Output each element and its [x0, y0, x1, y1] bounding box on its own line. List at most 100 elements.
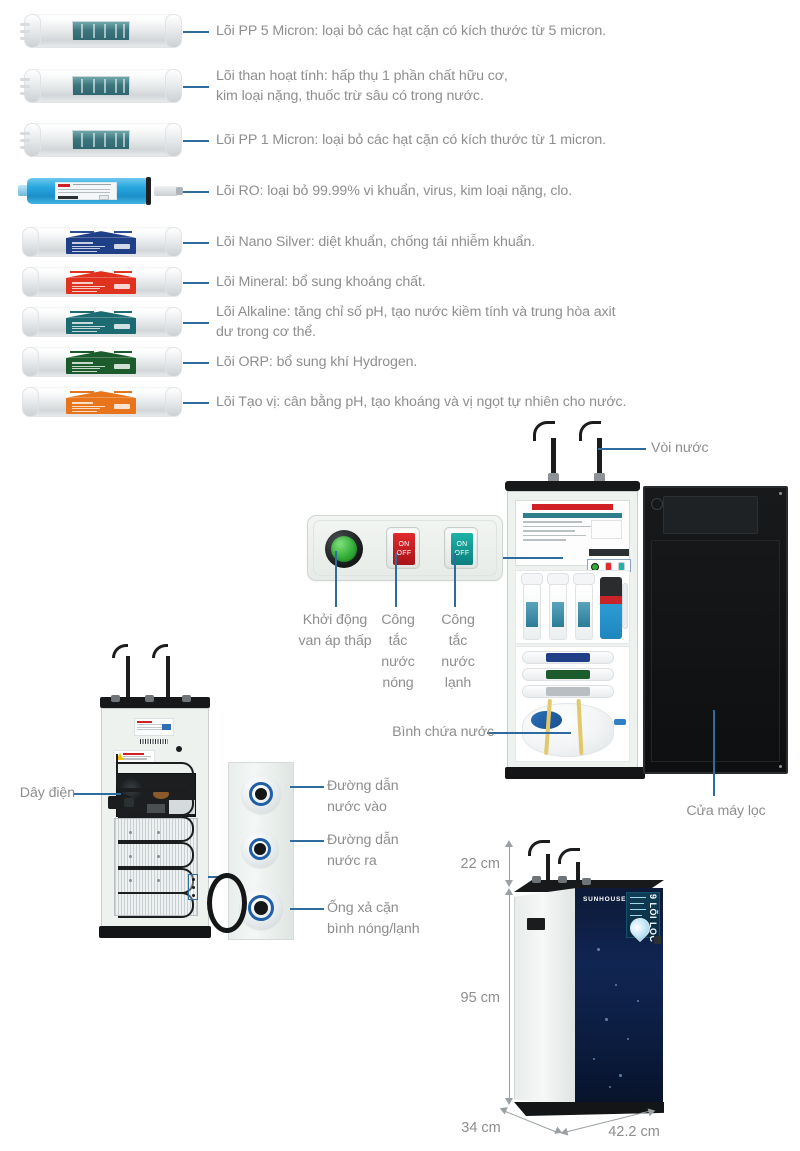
callout-door: Cửa máy lọc	[686, 803, 766, 819]
filter-label-taovi: Lõi Tạo vị: cân bằng pH, tạo khoáng và v…	[216, 394, 627, 410]
control-panel: ON OFF ON OFF	[307, 515, 503, 581]
filter-label-carbon: Lõi than hoạt tính: hấp thụ 1 phần chất …	[216, 68, 508, 104]
open-cabinet-unit	[505, 418, 790, 783]
leader-line-power-cord	[73, 793, 121, 795]
dim-label-depth: 34 cm	[461, 1120, 501, 1136]
callout-water-in: Đường dẫn nước vào	[327, 778, 399, 815]
pp-filter-1	[523, 584, 541, 640]
faucet-collar-left	[548, 473, 559, 485]
callout-hot-switch: Công tắc nước nóng	[381, 612, 415, 691]
cartridge-pp1	[20, 123, 182, 157]
leader-line-faucet	[598, 448, 646, 450]
callout-water-out: Đường dẫn nước ra	[327, 832, 399, 869]
leader-line-alkaline	[183, 322, 209, 324]
product-brand-logo: SUNHOUSE	[583, 896, 627, 903]
rear-view-unit	[90, 640, 220, 940]
power-plug	[108, 796, 124, 809]
rear-rating-sticker	[134, 718, 174, 736]
pp-filter-2	[549, 584, 567, 640]
product-energy-label	[654, 936, 661, 944]
filter-label-mineral: Lõi Mineral: bổ sung khoáng chất.	[216, 274, 426, 290]
leader-line-drain	[290, 908, 324, 910]
leader-line-pp1	[183, 140, 209, 142]
filter-label-nano-silver: Lõi Nano Silver: diệt khuẩn, chống tái n…	[216, 234, 536, 250]
hot-switch-off-label: OFF	[396, 550, 412, 557]
leader-line-orp	[183, 362, 209, 364]
upper-filter-bay	[515, 570, 630, 644]
post-filter-row-1	[522, 651, 614, 664]
cartridge-orp	[22, 347, 182, 377]
filter-label-orp: Lõi ORP: bổ sung khí Hydrogen.	[216, 354, 418, 370]
callout-faucet: Vòi nước	[651, 440, 709, 456]
rear-top-bar	[100, 697, 210, 708]
product-side-window	[527, 918, 545, 930]
filter-label-alkaline: Lõi Alkaline: tăng chỉ số pH, tạo nước k…	[216, 304, 616, 340]
coil-callout-box	[188, 874, 198, 900]
dim-label-top-height: 22 cm	[460, 856, 501, 872]
rear-barcode	[140, 739, 168, 744]
cabinet-base	[505, 767, 645, 779]
hot-switch-on-label: ON	[398, 541, 410, 548]
filter-label-ro: Lõi RO: loại bỏ 99.99% vi khuẩn, virus, …	[216, 183, 573, 199]
tank-valve	[614, 719, 626, 725]
product-base	[514, 1102, 664, 1116]
cabinet-top-bar	[505, 481, 640, 491]
leader-line-tank	[487, 732, 571, 734]
leader-line-water-in	[290, 786, 324, 788]
leader-line-mineral	[183, 282, 209, 284]
ro-membrane-housing	[600, 577, 622, 639]
dim-line-top	[509, 844, 511, 886]
cartridge-mineral	[22, 267, 182, 297]
pp-filter-3	[575, 584, 593, 640]
ports-closeup-panel	[207, 762, 294, 940]
post-filter-row-2	[522, 668, 614, 681]
water-outlet-port	[242, 831, 278, 867]
power-cord	[116, 754, 130, 798]
cartridge-ro	[18, 177, 186, 205]
leader-line-start-button	[335, 551, 337, 607]
leader-line-panel-to-unit	[503, 557, 563, 559]
cartridge-carbon	[20, 69, 182, 103]
cartridge-alkaline	[22, 307, 182, 337]
drain-hose	[207, 873, 247, 933]
faucet-arm-right	[579, 421, 601, 441]
cartridge-pp5	[20, 14, 182, 48]
cold-switch-off-label: OFF	[454, 550, 470, 557]
callout-start-button: Khởi động van áp thấp	[298, 612, 372, 649]
leader-line-door	[713, 710, 715, 796]
cold-water-switch[interactable]: ON OFF	[444, 527, 478, 569]
dim-line-body	[509, 892, 511, 1104]
callout-cold-switch: Công tắc nước lạnh	[441, 612, 475, 691]
cartridge-taovi	[22, 387, 182, 417]
filter-label-pp1: Lõi PP 1 Micron: loại bỏ các hạt cặn có …	[216, 132, 607, 148]
leader-line-ro	[183, 191, 209, 193]
leader-line-pp5	[183, 31, 209, 33]
faucet-collar-right	[594, 473, 605, 485]
drain-port	[240, 887, 282, 929]
callout-drain: Ống xả cặn bình nóng/lạnh	[327, 900, 420, 937]
cabinet-door[interactable]	[643, 486, 788, 774]
cartridge-nano-silver	[22, 227, 182, 257]
hot-water-switch[interactable]: ON OFF	[386, 527, 420, 569]
callout-power-cord: Dây điện	[19, 785, 75, 801]
leader-line-taovi	[183, 402, 209, 404]
dimension-drawing: SUNHOUSE 9 LÕI LỌC 22 cm 95 cm 34 cm	[440, 830, 800, 1151]
leader-line-cold-switch	[454, 553, 456, 607]
lower-filter-bay	[515, 646, 630, 762]
rating-strip	[589, 549, 629, 556]
product-side-face	[514, 888, 576, 1108]
post-filter-row-3	[522, 685, 614, 698]
callout-tank: Bình chứa nước	[392, 724, 494, 740]
faucet-arm-left	[533, 421, 555, 441]
cold-switch-on-label: ON	[456, 541, 468, 548]
faucet-stem-left	[551, 438, 556, 482]
faucet-stem-right	[597, 438, 602, 482]
filter-label-pp5: Lõi PP 5 Micron: loại bỏ các hạt cặn có …	[216, 23, 607, 39]
leader-line-nano-silver	[183, 242, 209, 244]
leader-line-water-out	[290, 840, 324, 842]
leader-line-carbon	[183, 86, 209, 88]
rear-base	[99, 926, 211, 938]
dim-label-width: 42.2 cm	[608, 1124, 660, 1140]
low-pressure-valve-button[interactable]	[325, 530, 363, 568]
